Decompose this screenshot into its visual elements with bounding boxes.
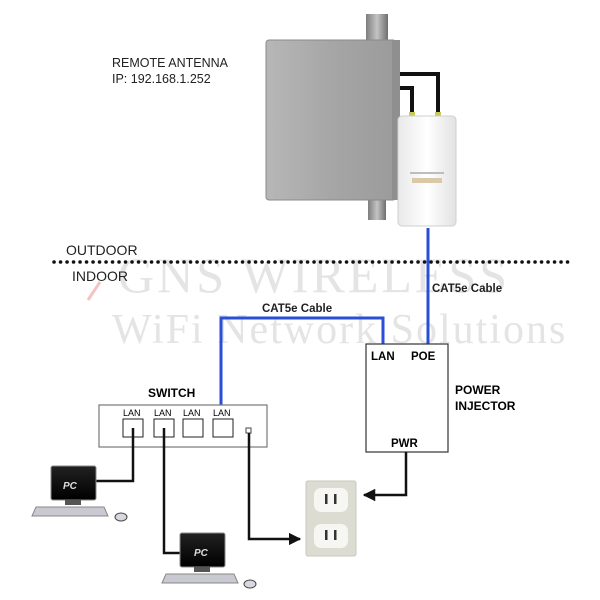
injector-port-lan: LAN [371, 351, 395, 363]
switch-port-label: LAN [154, 408, 172, 418]
watermark-accent [86, 281, 102, 301]
pc-label: PC [194, 548, 209, 559]
pc1-ethernet-cable [92, 428, 135, 483]
cat5e-cable-lan-label: CAT5e Cable [262, 303, 332, 315]
pc-stand [65, 500, 81, 505]
antenna-enclosure [265, 39, 397, 201]
power-injector-title-1: POWER [455, 383, 501, 397]
injector-port-pwr: PWR [391, 438, 419, 450]
wall-outlet [305, 480, 357, 557]
switch-port-label: LAN [123, 408, 141, 418]
power-injector-title-2: INJECTOR [455, 399, 516, 413]
pc-keyboard [31, 506, 109, 517]
switch-port-3[interactable]: LAN [182, 408, 204, 438]
radio-leds [412, 178, 442, 183]
pc-stand [194, 567, 210, 572]
pc-label: PC [63, 481, 78, 492]
ethernet-port [182, 418, 204, 438]
switch-port-4[interactable]: LAN [212, 408, 234, 438]
watermark-line2: WiFi Network Solutions [112, 307, 567, 353]
watermark: GNS WIRELESS WiFi Network Solutions [86, 247, 567, 353]
antenna-cable-1 [400, 72, 440, 116]
cat5e-cable-lan [219, 316, 385, 428]
switch: LAN LAN LAN LAN [98, 404, 268, 448]
antenna-connector-1 [409, 112, 415, 117]
zone-indoor-label: INDOOR [72, 268, 128, 284]
switch-title: SWITCH [148, 386, 195, 400]
outlet-slot [325, 494, 328, 504]
pc-mouse [243, 579, 257, 589]
switch-port-label: LAN [213, 408, 231, 418]
pc2-ethernet-cable [162, 428, 183, 555]
power-injector-box [365, 343, 449, 453]
pc-2[interactable]: PC [161, 532, 257, 589]
mounting-pole-bottom [368, 196, 386, 220]
cat5e-cable-poe-label: CAT5e Cable [432, 283, 502, 295]
outlet-slot [334, 494, 337, 504]
zone-outdoor-label: OUTDOOR [66, 242, 138, 258]
pc-1[interactable]: PC [31, 465, 128, 522]
switch-power-cable [247, 433, 302, 546]
antenna-cable-2 [400, 86, 414, 116]
radio-unit [397, 115, 457, 227]
outlet-slot [325, 530, 328, 540]
switch-port-label: LAN [183, 408, 201, 418]
enclosure-side [392, 40, 400, 200]
watermark-line1: GNS WIRELESS [118, 247, 510, 303]
mounting-pole-top [366, 14, 388, 44]
outlet-socket-top[interactable] [314, 488, 348, 512]
pc-keyboard [161, 573, 239, 584]
outlet-socket-bottom[interactable] [314, 524, 348, 548]
radio-logo [410, 172, 444, 174]
pc-mouse [114, 512, 128, 522]
outlet-slot [334, 530, 337, 540]
remote-antenna-ip: IP: 192.168.1.252 [112, 72, 211, 86]
ethernet-port [212, 418, 234, 438]
remote-antenna-title: REMOTE ANTENNA [112, 56, 229, 70]
injector-port-poe: POE [411, 351, 436, 363]
switch-power-port [245, 427, 252, 434]
power-injector: LAN POE PWR [365, 343, 449, 453]
remote-antenna [265, 14, 457, 227]
injector-power-cable [362, 452, 408, 502]
antenna-connector-2 [435, 112, 441, 117]
